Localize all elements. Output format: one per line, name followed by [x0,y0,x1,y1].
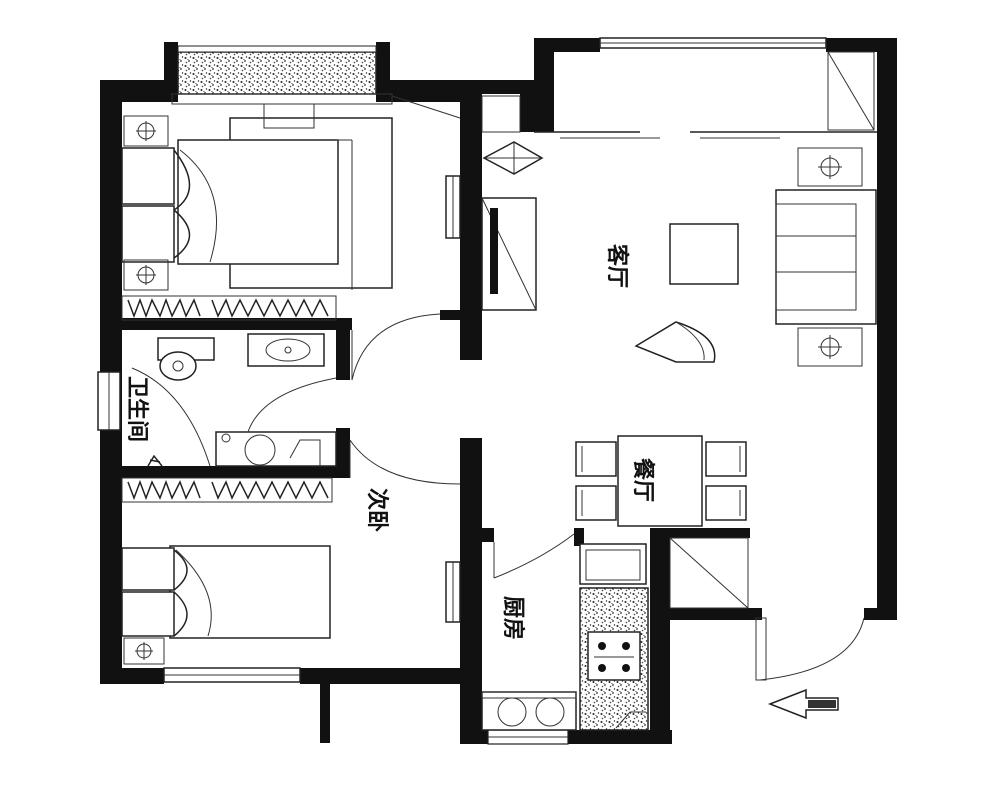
living-room [481,51,877,367]
windows [97,37,827,745]
door-swings [247,313,865,681]
stove [587,631,641,681]
kitchen-label: 厨房 [500,596,526,640]
dining-area [575,435,749,609]
dining-table [617,435,703,527]
second-bedroom [121,477,333,665]
living-room-label: 客厅 [604,244,630,288]
bathroom-label: 卫生间 [124,376,149,442]
dining-room-label: 餐厅 [630,458,655,502]
burner-icon [594,642,634,672]
fridge [579,543,647,585]
single-bed [169,545,331,639]
master-bedroom [121,93,461,321]
armchair [634,321,716,363]
sofa [775,189,877,325]
coffee-table [669,223,739,285]
washing-machine [215,431,337,467]
second-bedroom-label: 次卧 [364,488,390,532]
bathroom [131,333,337,467]
kitchen [481,543,649,731]
toilet-bowl [159,351,197,381]
entrance-arrow-icon [767,688,839,720]
